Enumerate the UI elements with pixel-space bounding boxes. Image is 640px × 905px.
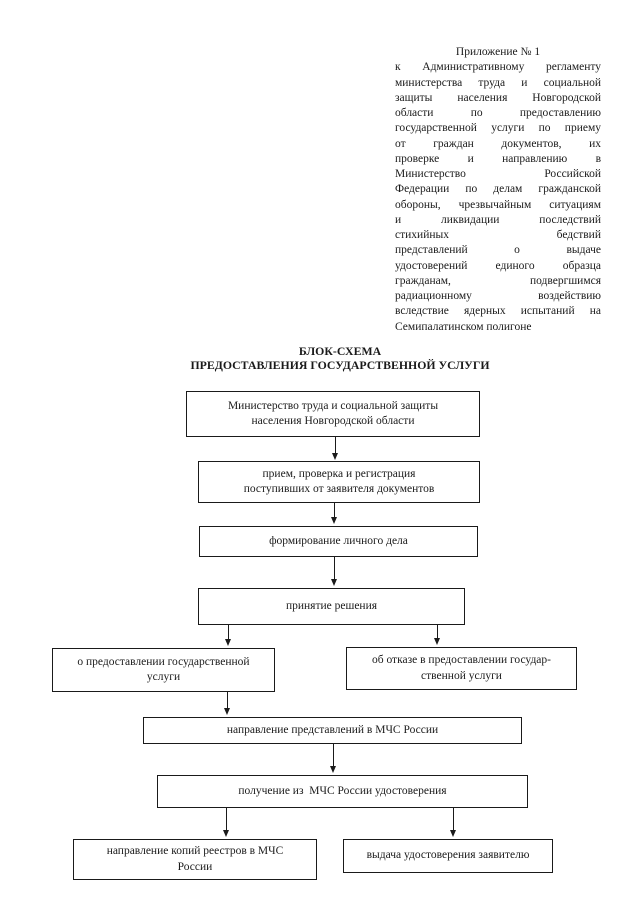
appendix-note-line: защиты населения Новгородской: [395, 91, 601, 104]
flow-box-send-registers: направление копий реестров в МЧС России: [73, 839, 317, 880]
appendix-note: Приложение № 1 к Административному регла…: [395, 45, 601, 335]
appendix-note-line: Федерации по делам гражданской: [395, 183, 601, 196]
connector-line: [228, 625, 230, 640]
appendix-note-line: от граждан документов, их: [395, 137, 601, 150]
appendix-note-line: радиационному воздействию: [395, 290, 601, 302]
connector-line: [437, 625, 439, 639]
connector-line: [335, 437, 337, 454]
appendix-note-line: вследствие ядерных испытаний на: [395, 305, 601, 318]
appendix-note-line: обороны, чрезвычайным ситуациям: [395, 198, 601, 211]
arrow-down-icon: [330, 517, 337, 524]
connector-line: [334, 503, 336, 518]
flow-box-decision: принятие решения: [198, 588, 465, 625]
arrow-down-icon: [449, 830, 456, 837]
connector-line: [334, 557, 336, 580]
flow-box-label: прием, проверка и регистрация: [262, 467, 416, 480]
flow-box-label: Министерство труда и социальной защиты: [227, 399, 439, 412]
arrow-down-icon: [329, 766, 336, 773]
appendix-note-line: Приложение № 1: [455, 46, 541, 58]
flow-box-label: услуги: [146, 671, 181, 683]
appendix-note-line: стихийных бедствий: [395, 229, 601, 241]
arrow-down-icon: [223, 708, 230, 715]
arrow-down-icon: [433, 638, 440, 645]
flow-box-label: получение из МЧС России удостоверения: [238, 784, 447, 797]
appendix-note-line: удостоверений единого образца: [395, 259, 601, 272]
flow-box-ministry: Министерство труда и социальной защиты н…: [186, 391, 480, 437]
flow-box-label: выдача удостоверения заявителю: [366, 849, 530, 862]
flow-box-label: принятие решения: [285, 599, 378, 612]
page-title-line-1: БЛОК-СХЕМА: [298, 344, 382, 358]
flow-box-reception: прием, проверка и регистрация поступивши…: [198, 461, 480, 503]
flow-box-grant-service: о предоставлении государственной услуги: [52, 648, 275, 692]
appendix-note-line: Семипалатинском полигоне: [395, 320, 532, 333]
appendix-note-line: и ликвидации последствий: [395, 213, 601, 226]
appendix-note-line: гражданам, подвергшимся: [395, 274, 601, 287]
appendix-note-line: государственной услуги по приему: [395, 122, 601, 135]
flow-box-receive-certificate: получение из МЧС России удостоверения: [157, 775, 528, 808]
connector-line: [227, 692, 229, 709]
appendix-note-line: представлений о выдаче: [395, 244, 601, 257]
connector-line: [453, 808, 455, 831]
flow-box-label: населения Новгородской области: [251, 415, 415, 427]
flow-box-label: о предоставлении государственной: [77, 655, 250, 668]
flow-box-label: России: [177, 860, 213, 873]
flow-box-label: формирование личного дела: [269, 534, 408, 547]
arrow-down-icon: [224, 639, 231, 646]
appendix-note-line: министерства труда и социальной: [395, 76, 601, 89]
arrow-down-icon: [222, 830, 229, 837]
flow-box-issue-certificate: выдача удостоверения заявителю: [343, 839, 553, 873]
page-title: БЛОК-СХЕМА ПРЕДОСТАВЛЕНИЯ ГОСУДАРСТВЕННО…: [40, 344, 640, 372]
flow-box-label: поступивших от заявителя документов: [243, 483, 435, 495]
flow-box-label: ственной услуги: [421, 669, 502, 682]
flow-box-send-submissions: направление представлений в МЧС России: [143, 717, 522, 744]
appendix-note-line: к Административному регламенту: [395, 61, 601, 74]
arrow-down-icon: [331, 453, 338, 460]
flow-box-label: об отказе в предоставлении государ-: [371, 654, 551, 666]
appendix-note-line: Министерство Российской: [395, 168, 601, 180]
connector-line: [226, 808, 228, 831]
arrow-down-icon: [330, 579, 337, 586]
flow-box-refuse-service: об отказе в предоставлении государ- стве…: [346, 647, 577, 690]
appendix-note-line: проверке и направлению в: [395, 152, 601, 165]
flow-box-label: направление копий реестров в МЧС: [106, 845, 284, 857]
flow-box-case-file: формирование личного дела: [199, 526, 478, 557]
page-title-line-2: ПРЕДОСТАВЛЕНИЯ ГОСУДАРСТВЕННОЙ УСЛУГИ: [190, 358, 490, 372]
flow-box-label: направление представлений в МЧС России: [226, 723, 439, 736]
appendix-note-line: области по предоставлению: [395, 107, 601, 119]
connector-line: [333, 744, 335, 767]
